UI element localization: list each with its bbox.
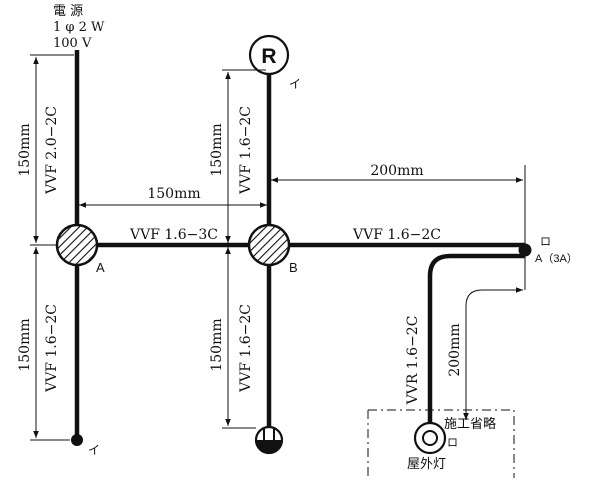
dimension-left-top-label: 150mm (17, 123, 33, 176)
wire-outdoor (427, 253, 525, 423)
construction-omitted-label: 施工省略 (444, 416, 496, 432)
receptacle-i-label: イ (289, 77, 301, 91)
cable-label-a-to-b: VVF 1.6−3C (129, 227, 218, 243)
cable-label-r: VVF 1.6−2C (238, 106, 254, 195)
junction-box-a (55, 223, 99, 267)
dimension-outdoor (463, 287, 523, 420)
dimension-outdoor-label: 200mm (447, 323, 463, 376)
cable-label-a-down: VVF 1.6−2C (44, 304, 60, 393)
switch-a-label: A（3A） (535, 252, 578, 265)
junction-box-b-label: B (289, 260, 298, 275)
outdoor-lamp-label: 屋外灯 (407, 457, 446, 472)
dimension-a-to-b-label: 150mm (147, 186, 200, 202)
junction-box-a-label: A (96, 260, 105, 275)
receptacle-r-symbol (248, 34, 290, 76)
dimension-b-to-switch (271, 165, 526, 290)
dimension-middle-top-label: 150mm (209, 123, 225, 176)
receptacle-r-label: R (261, 45, 276, 68)
cable-label-b-to-switch: VVF 1.6−2C (352, 227, 441, 243)
light-dot-bottom (71, 434, 83, 446)
outdoor-lamp-symbol (413, 421, 447, 455)
dimension-left-bottom-label: 150mm (17, 318, 33, 371)
cable-label-outdoor: VVR 1.6−2C (405, 316, 421, 406)
cable-label-b-down: VVF 1.6−2C (238, 304, 254, 393)
dimension-left-bottom (30, 247, 70, 441)
wall-light-symbol (254, 425, 284, 455)
power-label-line1: 電 源 (53, 4, 83, 19)
outdoor-lamp-ro-label: ロ (447, 436, 458, 449)
switch-ro-label: ロ (540, 235, 551, 248)
power-label-line3: 100 V (53, 36, 92, 51)
light-i-label: イ (88, 443, 100, 457)
cable-label-source: VVF 2.0−2C (44, 106, 60, 195)
dimension-b-to-switch-label: 200mm (370, 163, 423, 179)
power-label-line2: 1 φ 2 W (53, 20, 105, 35)
junction-box-b (247, 223, 291, 267)
dimension-middle-bottom (222, 247, 256, 429)
dimension-left-top (30, 54, 74, 246)
dimension-middle-bottom-label: 150mm (209, 318, 225, 371)
dimension-middle-top (222, 69, 266, 246)
